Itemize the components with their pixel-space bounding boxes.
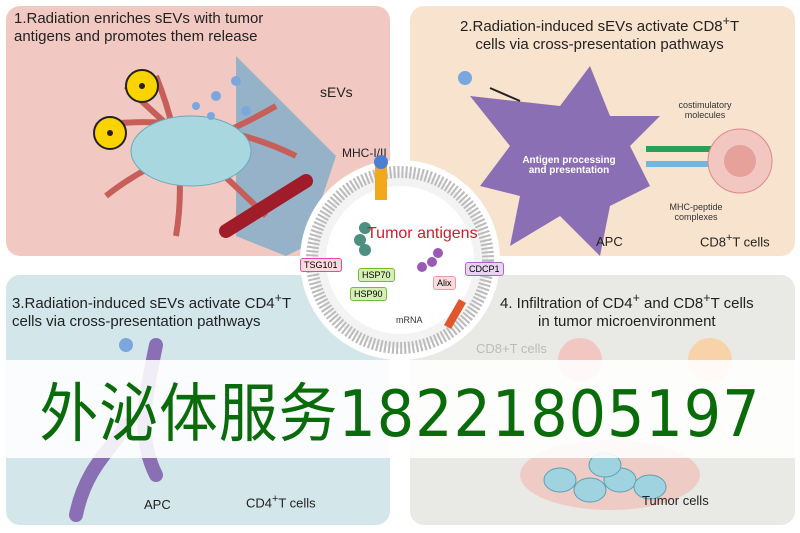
watermark-text: 外泌体服务18221805197 <box>39 378 761 452</box>
panel2-title-line2: cells via cross-presentation pathways <box>475 36 724 53</box>
panel4-title-line2: in tumor microenvironment <box>538 313 716 330</box>
sev-vesicle <box>300 155 500 360</box>
panel3-title-line2: cells via cross-presentation pathways <box>12 313 261 330</box>
alix-tag: Alix <box>433 276 456 290</box>
watermark-banner: 外泌体服务18221805197 <box>0 360 800 458</box>
apc-cd8-illustration <box>458 66 773 256</box>
tsg101-tag: TSG101 <box>300 258 342 272</box>
panel1-title-line2: antigens and promotes them release <box>14 28 258 45</box>
hsp90-tag: HSP90 <box>350 287 387 301</box>
hsp70-tag: HSP70 <box>358 268 395 282</box>
antigen-processing-label: Antigen processing and presentation <box>522 155 616 176</box>
panel3-title: 3.Radiation-induced sEVs activate CD4 <box>12 295 275 312</box>
panel1-title: 1.Radiation enriches sEVs with tumor <box>14 10 264 27</box>
mhc-peptide-label: MHC-peptide complexes <box>669 202 723 222</box>
cd4-tcell-label: CD4+T cells <box>246 493 316 511</box>
tumor-antigens-label: Tumor antigens <box>367 225 478 242</box>
sevs-label: sEVs <box>320 84 353 100</box>
tumor-cells-label: Tumor cells <box>642 493 709 508</box>
apc-label: APC <box>144 497 171 512</box>
mrna-label: mRNA <box>396 315 423 325</box>
cd8-tcell-label: CD8+T cells <box>476 341 547 356</box>
cd8-tcell-label: CD8+T cells <box>700 232 770 250</box>
tumor-illustration <box>93 56 336 256</box>
mhc-label: MHC-I/II <box>342 146 387 160</box>
cdcp1-tag: CDCP1 <box>465 262 504 276</box>
apc-label: APC <box>596 234 623 249</box>
panel2-title: 2.Radiation-induced sEVs activate CD8 <box>460 18 723 35</box>
costimulatory-label: costimulatory molecules <box>678 100 732 120</box>
panel4-title: 4. Infiltration of CD4 <box>500 295 633 312</box>
